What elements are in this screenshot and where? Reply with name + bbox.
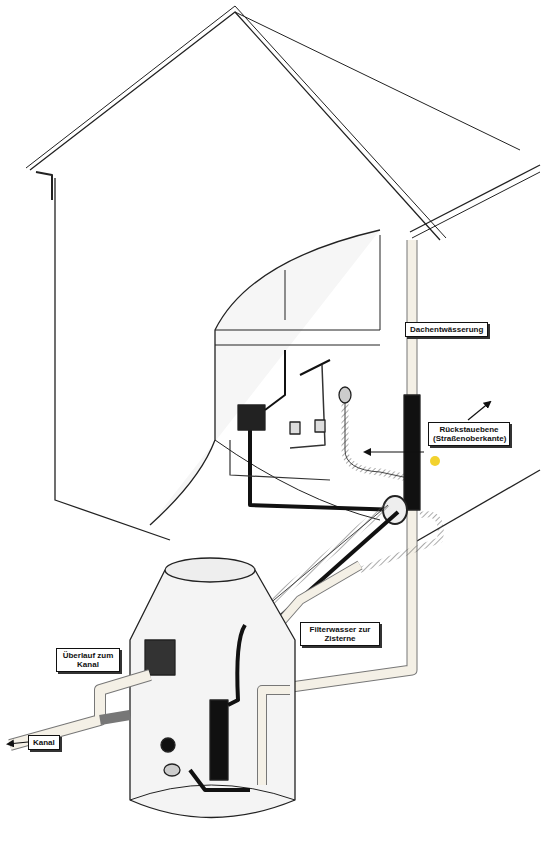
label-text: Überlauf zum Kanal — [61, 651, 115, 669]
label-text: Filterwasser zur Zisterne — [305, 625, 375, 643]
label-box: Dachentwässerung — [405, 322, 488, 337]
label-box: Kanal — [28, 735, 60, 750]
label-box: Überlauf zum Kanal — [56, 648, 120, 672]
label-box: Filterwasser zur Zisterne — [300, 622, 380, 646]
label-box: Rückstauebene (Straßenoberkante) — [428, 422, 510, 446]
label-text: Dachentwässerung — [410, 325, 483, 334]
label-text: Kanal — [33, 738, 55, 747]
label-text: Rückstauebene (Straßenoberkante) — [433, 425, 505, 443]
